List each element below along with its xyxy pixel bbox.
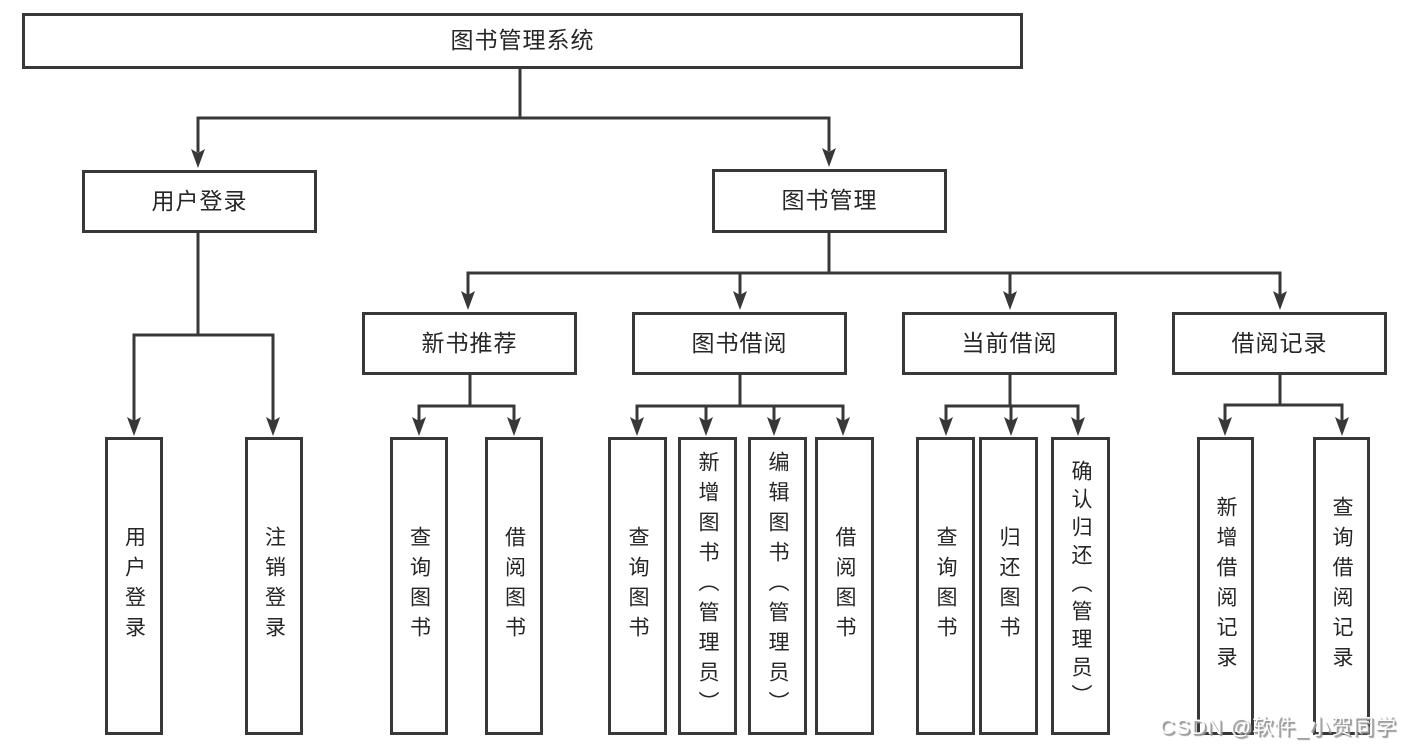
arrowhead: [836, 417, 850, 436]
arrowhead: [767, 417, 781, 436]
node-leaf-add-borrow-record: 新增借阅记录: [1197, 437, 1254, 735]
arrowhead: [733, 291, 747, 310]
leaf-label: 查询图书: [407, 526, 431, 646]
node-leaf-edit-book-admin: 编辑图书（管理员）: [748, 437, 807, 735]
arrowhead: [507, 417, 521, 436]
arrowhead: [1273, 291, 1287, 310]
edge-userlogin-to-leaves: [132, 231, 275, 422]
node-leaf-borrow-books-borrowing: 借阅图书: [815, 437, 874, 735]
arrowhead: [699, 417, 713, 436]
node-leaf-confirm-return-admin: 确认归还（管理员）: [1051, 437, 1110, 735]
arrowhead: [461, 291, 475, 310]
arrowhead: [1071, 417, 1085, 436]
arrowhead: [191, 149, 205, 168]
arrowhead: [127, 417, 141, 436]
watermark: CSDN @软件_小贺同学: [1159, 716, 1397, 739]
leaf-label: 新增图书（管理员）: [696, 451, 719, 721]
edge-current-to-leaves: [944, 373, 1080, 422]
node-leaf-return-book: 归还图书: [979, 437, 1038, 735]
leaf-label: 查询借阅记录: [1330, 496, 1353, 676]
node-leaf-borrow-books-recommend: 借阅图书: [485, 437, 543, 735]
node-library-management-system: 图书管理系统: [22, 13, 1023, 69]
arrowhead: [822, 148, 836, 167]
arrowhead: [1004, 417, 1018, 436]
leaf-label: 借阅图书: [502, 526, 526, 646]
node-book-borrowing: 图书借阅: [632, 312, 847, 375]
arrowhead: [1335, 417, 1349, 436]
arrowhead: [1218, 417, 1232, 436]
node-book-management: 图书管理: [712, 169, 947, 233]
node-leaf-query-borrow-record: 查询借阅记录: [1313, 437, 1370, 735]
arrowhead: [266, 417, 280, 436]
node-current-borrowing: 当前借阅: [902, 312, 1117, 375]
arrowhead: [939, 417, 953, 436]
arrowhead: [1003, 291, 1017, 310]
leaf-label: 借阅图书: [833, 526, 856, 646]
node-leaf-query-books-recommend: 查询图书: [390, 437, 448, 735]
node-leaf-user-login: 用户登录: [105, 437, 163, 735]
arrowhead: [412, 417, 426, 436]
leaf-label: 用户登录: [122, 526, 146, 646]
leaf-label: 确认归还（管理员）: [1069, 460, 1092, 712]
arrowhead: [630, 417, 644, 436]
edge-newbooks-to-leaves: [417, 373, 516, 422]
node-leaf-query-books-borrowing: 查询图书: [608, 437, 667, 735]
node-borrowing-records: 借阅记录: [1172, 312, 1387, 375]
node-leaf-logout: 注销登录: [245, 437, 303, 735]
node-new-book-recommend: 新书推荐: [362, 312, 577, 375]
node-leaf-query-books-current: 查询图书: [916, 437, 975, 735]
leaf-label: 查询图书: [934, 526, 957, 646]
node-leaf-add-book-admin: 新增图书（管理员）: [678, 437, 737, 735]
edge-root-to-level2: [196, 67, 831, 153]
node-user-login: 用户登录: [82, 170, 317, 233]
edge-bookmgmt-to-level3: [466, 231, 1282, 297]
edge-records-to-leaves: [1223, 373, 1344, 422]
leaf-label: 归还图书: [997, 526, 1020, 646]
edge-borrowing-to-leaves: [635, 373, 845, 422]
leaf-label: 编辑图书（管理员）: [766, 451, 789, 721]
leaf-label: 新增借阅记录: [1214, 496, 1237, 676]
leaf-label: 注销登录: [262, 526, 286, 646]
leaf-label: 查询图书: [626, 526, 649, 646]
